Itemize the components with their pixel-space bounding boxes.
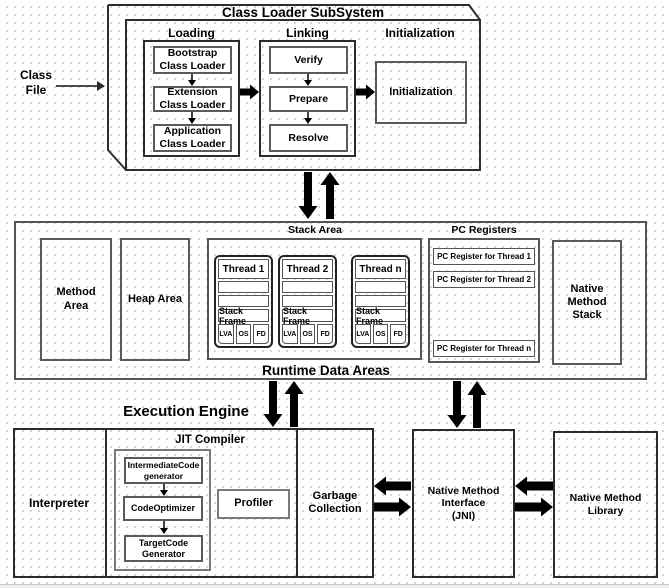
block-left-arrow-icon — [374, 476, 411, 496]
prepare-box: Prepare — [269, 86, 348, 112]
jit-compiler-label: JIT Compiler — [175, 434, 245, 446]
thread-empty-row — [282, 295, 333, 307]
execution-engine-title: Execution Engine — [123, 403, 249, 420]
execution-engine-box — [13, 428, 374, 578]
runtime-data-areas-box — [14, 221, 647, 380]
thread-box: Thread 2 Stack Frame LVA OS FD — [278, 255, 337, 348]
bootstrap-class-loader-box: Bootstrap Class Loader — [153, 46, 232, 74]
thread-empty-row — [355, 295, 406, 307]
class-file-label: Class File — [19, 68, 53, 97]
stack-frame-label: Stack Frame — [218, 306, 269, 326]
verify-box: Verify — [269, 46, 348, 74]
interpreter-cell: Interpreter — [28, 495, 90, 510]
native-method-interface-box: Native Method Interface (JNI) — [412, 429, 515, 578]
class-file-arrow-head-icon — [97, 81, 105, 91]
thread-empty-row — [218, 281, 269, 293]
os-cell: OS — [299, 324, 316, 344]
thread-empty-row — [218, 295, 269, 307]
block-down-arrow-icon — [263, 381, 283, 427]
resolve-box: Resolve — [269, 124, 348, 152]
thread-box: Thread n Stack Frame LVA OS FD — [351, 255, 410, 348]
fd-cell: FD — [390, 324, 407, 344]
thread-empty-row — [355, 281, 406, 293]
stack-frame-label: Stack Frame — [282, 306, 333, 326]
target-code-generator-box: TargetCode Generator — [124, 535, 203, 562]
loading-label: Loading — [168, 26, 215, 40]
stack-area-box — [207, 238, 422, 360]
initialization-label: Initialization — [385, 26, 455, 40]
stack-frame-label: Stack Frame — [355, 306, 406, 326]
block-down-arrow-icon — [447, 381, 467, 428]
lva-cell: LVA — [218, 324, 234, 344]
block-up-arrow-icon — [320, 172, 340, 219]
lva-cell: LVA — [282, 324, 298, 344]
down-arrow-icon — [160, 490, 168, 496]
execution-engine-divider — [296, 428, 298, 578]
class-loader-front-face — [125, 19, 481, 171]
down-arrow-icon — [188, 118, 196, 124]
native-method-library-box: Native Method Library — [553, 431, 658, 578]
class-loader-3d-edges — [107, 4, 481, 171]
initialization-box: Initialization — [375, 61, 467, 124]
block-up-arrow-icon — [467, 381, 487, 428]
block-up-arrow-icon — [284, 381, 304, 427]
block-down-arrow-icon — [298, 172, 318, 219]
block-right-arrow-icon — [515, 497, 553, 517]
block-right-arrow-icon — [240, 84, 259, 100]
thread-empty-row — [282, 281, 333, 293]
down-arrow-icon — [188, 80, 196, 86]
runtime-data-areas-title: Runtime Data Areas — [262, 363, 390, 378]
pc-register-item: PC Register for Thread 1 — [433, 248, 535, 265]
loading-group-box — [143, 40, 240, 157]
down-arrow-icon — [160, 528, 168, 534]
stack-frame-cells: LVA OS FD — [218, 324, 270, 344]
pc-register-item: PC Register for Thread n — [433, 340, 535, 357]
garbage-collection-cell: Garbage Collection — [308, 489, 362, 515]
extension-class-loader-box: Extension Class Loader — [153, 86, 232, 112]
code-optimizer-box: CodeOptimizer — [123, 496, 203, 521]
stack-frame-cells: LVA OS FD — [355, 324, 407, 344]
pc-registers-box — [428, 238, 540, 363]
pc-register-item: PC Register for Thread 2 — [433, 271, 535, 288]
class-loader-subsystem-title: Class Loader SubSystem — [221, 5, 385, 20]
fd-cell: FD — [253, 324, 270, 344]
application-class-loader-box: Application Class Loader — [153, 124, 232, 152]
method-area-box: Method Area — [40, 238, 112, 361]
block-right-arrow-icon — [356, 84, 375, 100]
block-right-arrow-icon — [374, 497, 411, 517]
block-left-arrow-icon — [515, 476, 553, 496]
linking-label: Linking — [286, 26, 329, 40]
thread-box: Thread 1 Stack Frame LVA OS FD — [214, 255, 273, 348]
stack-area-label: Stack Area — [288, 224, 342, 236]
down-arrow-icon — [304, 118, 312, 124]
thread-name: Thread 1 — [218, 259, 269, 279]
os-cell: OS — [372, 324, 389, 344]
pc-registers-label: PC Registers — [451, 224, 517, 236]
thread-name: Thread n — [355, 259, 406, 279]
fd-cell: FD — [317, 324, 334, 344]
lva-cell: LVA — [355, 324, 371, 344]
intermediate-code-generator-box: IntermediateCode generator — [124, 457, 203, 484]
window-bottom-edge — [0, 584, 669, 588]
linking-group-box — [259, 40, 356, 157]
execution-engine-divider — [105, 428, 107, 578]
native-method-stack-box: Native Method Stack — [552, 240, 622, 365]
jit-pipeline-box — [114, 449, 211, 571]
heap-area-box: Heap Area — [120, 238, 190, 361]
stack-frame-cells: LVA OS FD — [282, 324, 334, 344]
profiler-box: Profiler — [217, 489, 290, 519]
down-arrow-icon — [304, 80, 312, 86]
os-cell: OS — [235, 324, 252, 344]
thread-name: Thread 2 — [282, 259, 333, 279]
